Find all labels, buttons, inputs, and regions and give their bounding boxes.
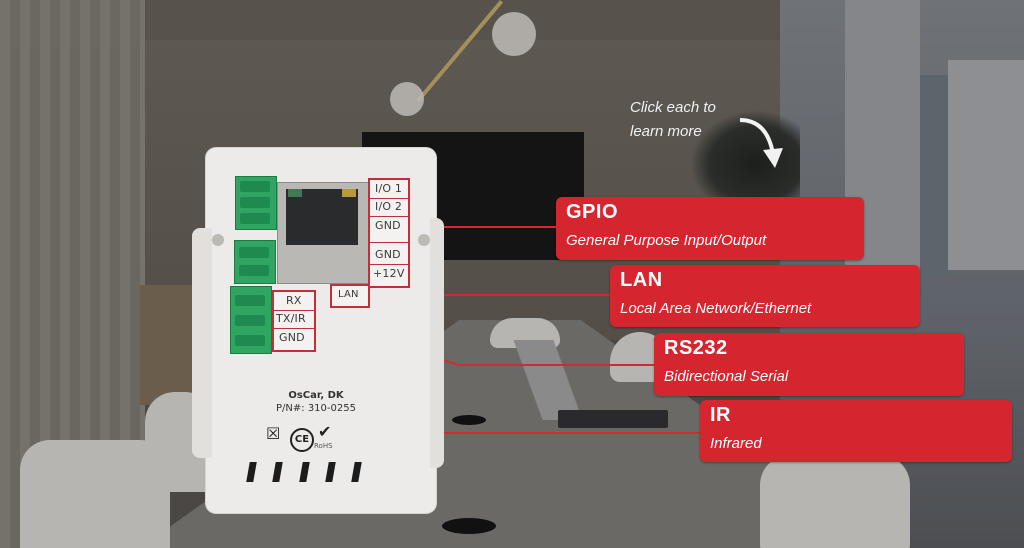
lan-connector-line (367, 294, 613, 296)
table-grommet (452, 415, 486, 425)
callout-title: RS232 (664, 337, 728, 359)
callout-rs232[interactable]: RS232 Bidirectional Serial (654, 333, 964, 396)
part-number: P/N#: 310-0255 (276, 403, 356, 414)
checkmark-icon: ✔ (318, 422, 332, 441)
hint-line-2: learn more (630, 123, 702, 140)
rj45-ethernet-port (277, 182, 369, 284)
plant (690, 110, 800, 200)
screw-hole (418, 234, 430, 246)
instruction-hint: Click each to learn more (630, 96, 716, 144)
laptop (513, 340, 668, 430)
lan-label: LAN (338, 289, 359, 300)
building (948, 60, 1024, 270)
pin-label-io2: I/O 2 (375, 200, 403, 213)
power-terminal-block (234, 240, 276, 284)
callout-lan[interactable]: LAN Local Area Network/Ethernet (610, 265, 920, 327)
callout-subtitle: Infrared (710, 435, 762, 452)
callout-subtitle: General Purpose Input/Output (566, 232, 767, 249)
pin-label-txir: TX/IR (276, 312, 306, 325)
serial-terminal-block (230, 286, 272, 354)
callout-ir[interactable]: IR Infrared (700, 400, 1012, 462)
lamp-bulb (390, 82, 424, 116)
hint-line-1: Click each to (630, 99, 716, 116)
building (920, 75, 950, 275)
manufacturer-name: OsCar, DK (288, 390, 344, 401)
gpio-pin-labels: I/O 1 I/O 2 GND GND +12V (368, 178, 410, 288)
curved-arrow-icon (739, 118, 783, 168)
gpio-connector-line (407, 226, 557, 228)
serial-pin-labels: RX TX/IR GND (272, 290, 316, 352)
pin-label-12v: +12V (373, 267, 405, 280)
pin-label-gnd: GND (375, 219, 401, 232)
ir-connector-line (418, 432, 704, 434)
lamp-bulb (492, 12, 536, 56)
rohs-label: RoHS (314, 442, 333, 450)
ce-mark-icon: CE (290, 428, 314, 452)
lan-label-box: LAN (330, 284, 370, 308)
weee-bin-icon: ☒ (266, 424, 281, 443)
pin-label-gnd: GND (375, 248, 401, 261)
pin-label-io1: I/O 1 (375, 182, 403, 195)
pin-label-gnd: GND (279, 331, 305, 344)
callout-subtitle: Local Area Network/Ethernet (620, 300, 812, 317)
callout-title: LAN (620, 269, 663, 291)
callout-subtitle: Bidirectional Serial (664, 368, 789, 385)
shelf (140, 285, 200, 405)
screw-hole (212, 234, 224, 246)
pin-label-rx: RX (286, 294, 302, 307)
gpio-terminal-block (235, 176, 277, 230)
table-grommet (442, 518, 496, 534)
manufacturer-label: OsCar, DK P/N#: 310-0255 (236, 390, 396, 414)
rs232-connector-line (458, 364, 658, 366)
callout-title: GPIO (566, 201, 619, 223)
callout-gpio[interactable]: GPIO General Purpose Input/Output (556, 197, 864, 260)
callout-title: IR (710, 404, 731, 426)
chair (760, 455, 910, 548)
